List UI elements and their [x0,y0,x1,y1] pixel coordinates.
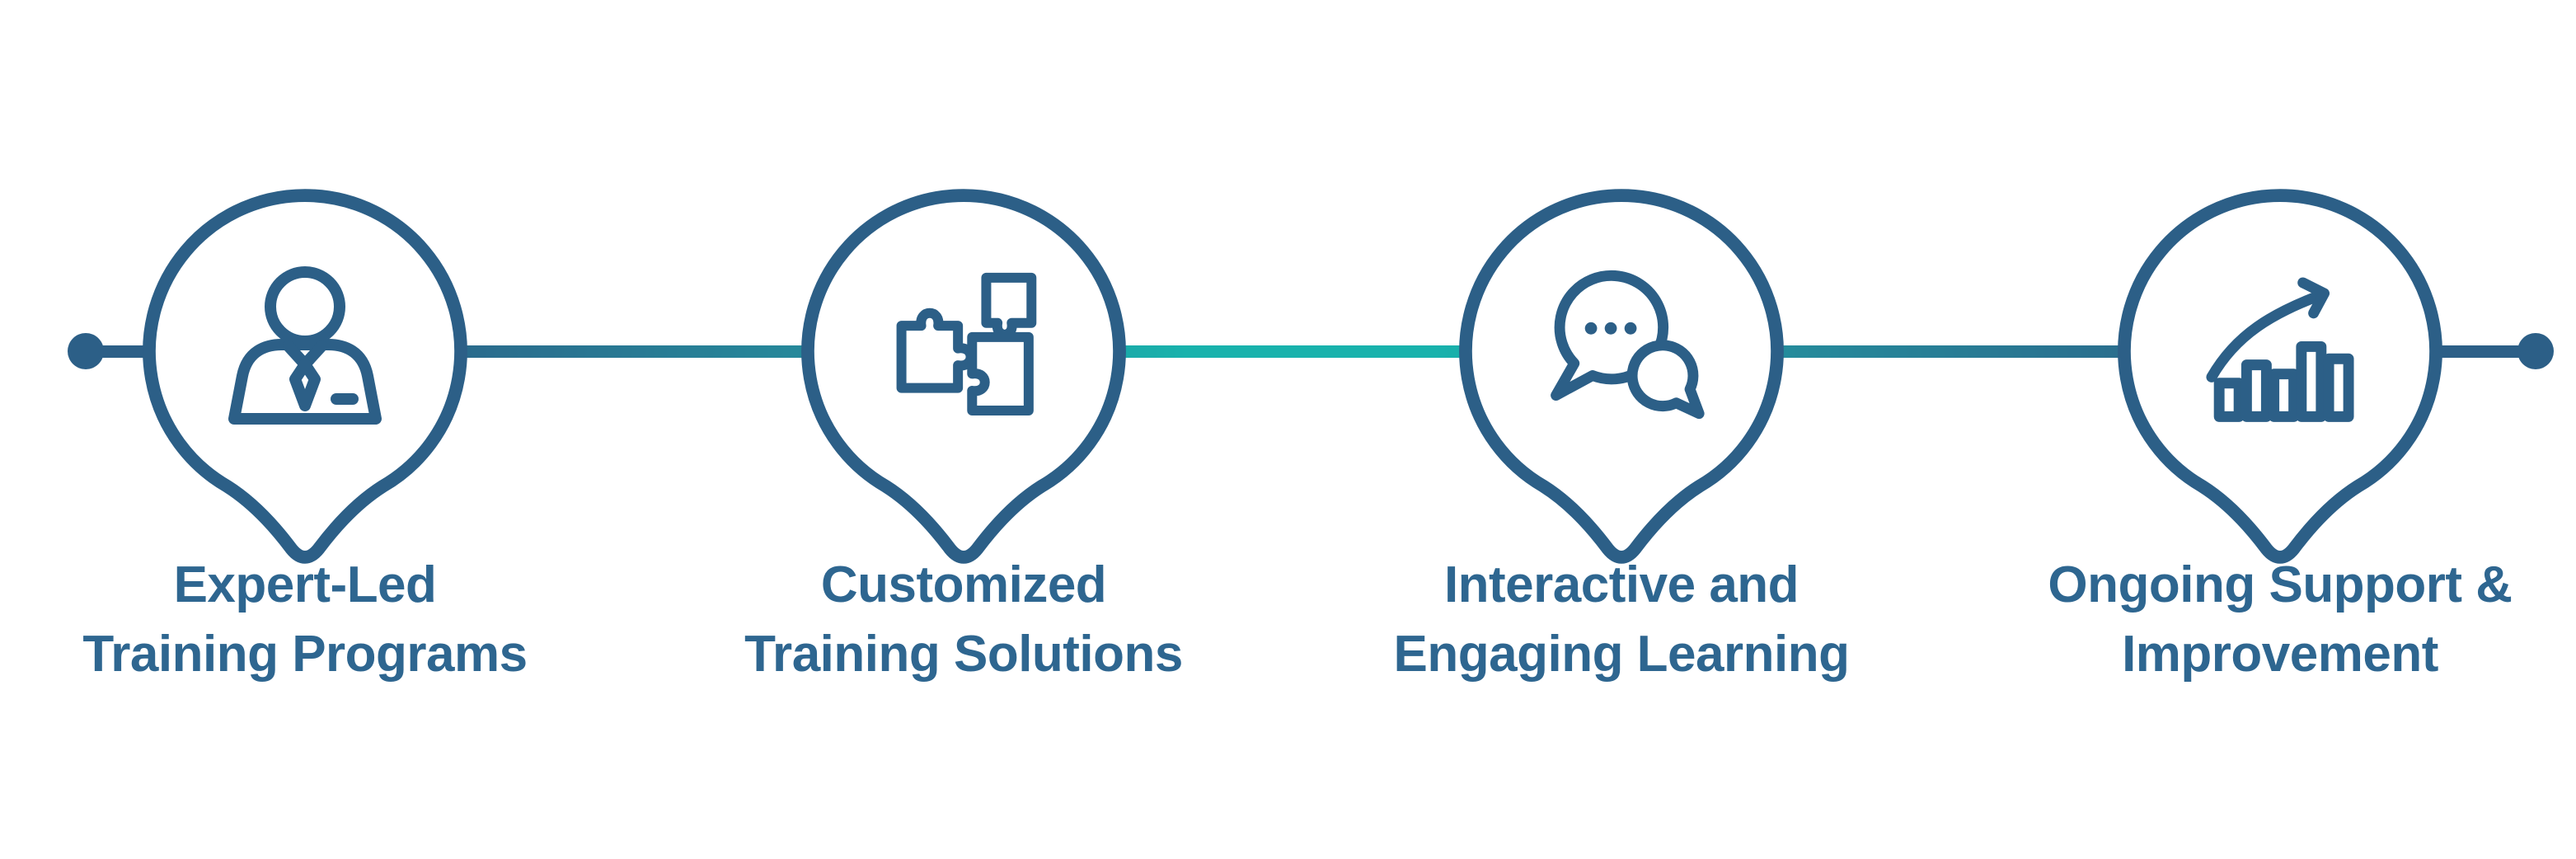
pin-marker [143,189,467,564]
step-label: Customized Training Solutions [655,551,1273,689]
step-label: Expert-Led Training Programs [0,551,614,689]
growth-chart-icon [2206,277,2354,422]
timeline-step: Expert-Led Training Programs [82,178,528,859]
timeline-endpoint-right [2517,333,2554,369]
timeline-step: Customized Training Solutions [744,178,1183,859]
person-icon [228,266,382,425]
step-label-line1: Customized [820,556,1107,613]
timeline-endpoint-left [68,333,104,369]
pin-marker [801,189,1126,564]
step-label-line1: Ongoing Support & [2048,556,2513,613]
puzzle-pieces-icon [896,272,1037,415]
chat-bubbles-icon [1551,270,1705,420]
step-label-line1: Expert-Led [173,556,437,613]
timeline-step: Interactive and Engaging Learning [1394,178,1850,859]
step-label: Ongoing Support & Improvement [1971,551,2576,689]
step-label-line2: Training Solutions [744,626,1183,683]
timeline-step: Ongoing Support & Improvement [2048,178,2513,859]
step-label-line2: Engaging Learning [1393,626,1850,683]
step-label-line1: Interactive and [1443,556,1799,613]
step-label: Interactive and Engaging Learning [1312,551,1931,689]
step-label-line2: Improvement [2122,626,2438,683]
step-label-line2: Training Programs [82,626,528,683]
timeline-line [86,345,2536,358]
